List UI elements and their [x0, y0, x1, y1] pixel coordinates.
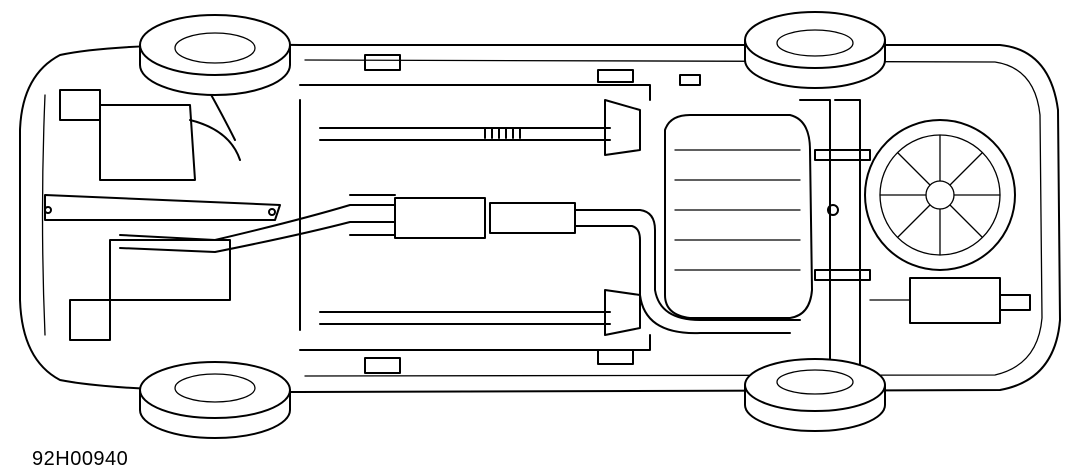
exhaust-system [119, 194, 801, 335]
engine-compartment [44, 74, 281, 341]
hatched-pads [364, 54, 634, 374]
fuel-tank [664, 114, 813, 319]
body-outline [19, 43, 1061, 393]
wheel-rear-right [744, 358, 886, 432]
wheel-rear-left [744, 11, 886, 89]
wheel-front-right [139, 361, 291, 439]
figure-reference-code: 92H00940 [32, 448, 129, 470]
vehicle-underbody-diagram [19, 11, 1061, 439]
spare-tire [864, 119, 1016, 271]
wheel-front-left [139, 14, 291, 96]
rear-muffler [869, 277, 1031, 324]
frame-rails [299, 74, 701, 351]
